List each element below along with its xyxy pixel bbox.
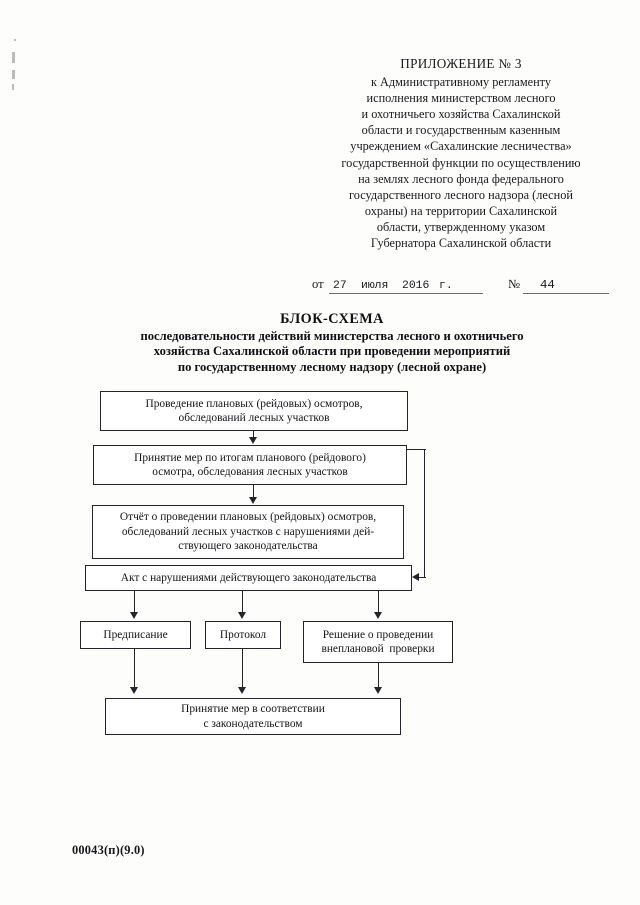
flow-node-measures: Принятие мер по итогам планового (рейдов… [93, 445, 407, 485]
appendix-line-10: области, утвержденному указом [376, 219, 546, 234]
flow-node-protocol: Протокол [205, 621, 281, 649]
flow-connector-inspections-measures [253, 431, 255, 438]
number-sign-label: № [508, 277, 521, 291]
scan-artifact [12, 70, 15, 79]
flow-feedback-vertical [424, 449, 426, 578]
document-number-value: 44 [540, 278, 555, 292]
flow-arrowhead [374, 612, 382, 619]
flow-node-label: Принятие мер по итогам планового (рейдов… [134, 451, 366, 478]
title-line-1: последовательности действий министерства… [140, 328, 524, 343]
footer-document-code: 00043(п)(9.0) [72, 843, 145, 857]
title-line-3: по государственному лесному надзору (лес… [177, 359, 487, 374]
appendix-line-9: охраны) на территории Сахалинской [364, 203, 558, 218]
flow-arrowhead [374, 687, 382, 694]
flow-node-act: Акт с нарушениями действующего законодат… [85, 565, 412, 591]
flow-arrowhead [249, 497, 257, 504]
appendix-line-7: на землях лесного фонда федерального [358, 171, 564, 186]
flow-node-report: Отчёт о проведении плановых (рейдовых) о… [92, 505, 404, 559]
flow-connector-act-protocol [242, 591, 244, 613]
appendix-header: ПРИЛОЖЕНИЕ № 3 к Административному регла… [318, 56, 604, 251]
flow-connector-act-prescription [134, 591, 136, 613]
date-day-value: 27 [333, 280, 347, 292]
flow-connector-unscheduled-final [378, 663, 380, 688]
appendix-line-8: государственного лесного надзора (лесной [349, 187, 573, 202]
flow-node-prescription: Предписание [80, 621, 191, 649]
flow-arrowhead [238, 612, 246, 619]
flow-arrowhead [412, 573, 419, 581]
flow-connector-act-unscheduled [378, 591, 380, 613]
flow-node-label: Акт с нарушениями действующего законодат… [120, 571, 377, 584]
scan-artifact [12, 84, 14, 90]
date-underline [329, 293, 483, 294]
flow-connector-measures-report [253, 485, 255, 498]
appendix-line-5: учреждением «Сахалинские лесничества» [350, 139, 572, 154]
number-underline [523, 293, 609, 294]
appendix-line-3: и охотничьего хозяйства Сахалинской [361, 107, 561, 122]
flow-connector-prescription-final [134, 649, 136, 688]
flow-arrowhead [249, 437, 257, 444]
flow-arrowhead [130, 687, 138, 694]
scan-artifact [14, 39, 16, 41]
date-prefix-label: от [312, 277, 324, 291]
flow-feedback-top-segment [406, 449, 426, 451]
flow-arrowhead [238, 687, 246, 694]
flow-arrowhead [130, 612, 138, 619]
scheme-name: БЛОК-СХЕМА [280, 311, 384, 327]
title-line-2: хозяйства Сахалинской области при провед… [153, 344, 511, 359]
appendix-line-2: исполнения министерством лесного [366, 91, 556, 106]
scan-artifact [12, 52, 15, 63]
document-date-row: от 27 июля 2016 г. № 44 [312, 272, 612, 296]
page-title: БЛОК-СХЕМА последовательности действий м… [92, 311, 572, 375]
appendix-line-11: Губернатора Сахалинской области [370, 236, 552, 251]
flow-node-label: Протокол [219, 628, 267, 641]
date-year-suffix: г. [439, 280, 453, 292]
flow-connector-protocol-final [242, 649, 244, 688]
flow-feedback-bottom-segment [419, 577, 426, 579]
flow-node-label: Проведение плановых (рейдовых) осмотров,… [145, 397, 363, 424]
appendix-line-6: государственной функции по осуществлению [341, 155, 581, 170]
appendix-line-4: области и государственным казенным [361, 123, 561, 138]
date-month-value: июля [361, 280, 389, 292]
flow-node-inspections: Проведение плановых (рейдовых) осмотров,… [100, 391, 408, 431]
appendix-title: ПРИЛОЖЕНИЕ № 3 [400, 56, 522, 71]
flow-node-label: Отчёт о проведении плановых (рейдовых) о… [119, 511, 377, 553]
flow-node-label: Предписание [103, 628, 168, 641]
appendix-line-1: к Административному регламенту [370, 75, 552, 90]
date-year-value: 2016 [402, 280, 430, 292]
